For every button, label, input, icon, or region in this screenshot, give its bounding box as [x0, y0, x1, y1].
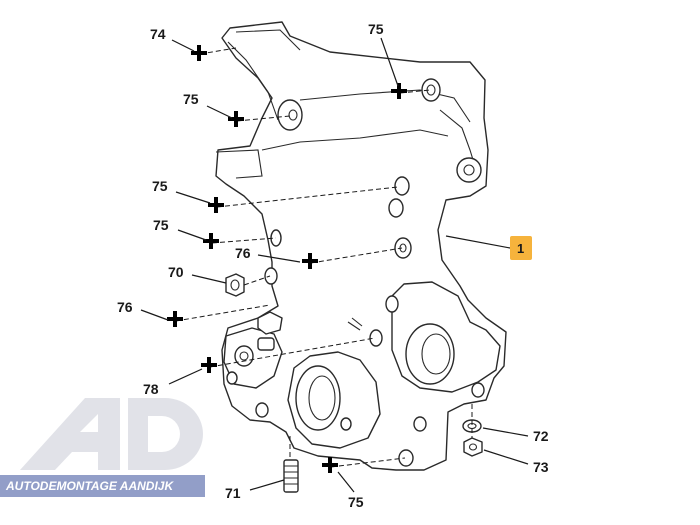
cross-75-b	[208, 197, 224, 213]
cross-75-bottom	[322, 457, 338, 473]
timing-cover-housing	[215, 21, 507, 471]
watermark-logo	[0, 398, 205, 497]
reference-badge	[510, 236, 532, 260]
leader-lines	[140, 37, 529, 493]
callout-75-b: 75	[152, 178, 168, 194]
cross-75-top	[391, 83, 407, 99]
cross-78	[201, 357, 217, 373]
callout-75-a: 75	[183, 91, 199, 107]
watermark-caption: AUTODEMONTAGE AANDIJK	[5, 479, 174, 493]
bolt-cross-markers	[167, 45, 407, 473]
callout-78: 78	[143, 381, 159, 397]
part-71-stud	[283, 459, 299, 493]
callout-76-a: 76	[235, 245, 251, 261]
callout-76-b: 76	[117, 299, 133, 315]
callout-73: 73	[533, 459, 549, 475]
callout-70: 70	[168, 264, 184, 280]
callout-75-bottom: 75	[348, 494, 364, 510]
callout-71: 71	[225, 485, 241, 501]
cross-74	[191, 45, 207, 61]
part-73-nut	[463, 437, 483, 457]
cross-76-a	[302, 253, 318, 269]
reference-badge-label: 1	[517, 241, 524, 256]
callout-72: 72	[533, 428, 549, 444]
callout-74: 74	[150, 26, 166, 42]
cross-76-b	[167, 311, 183, 327]
cross-75-a	[228, 111, 244, 127]
bolt-axes	[175, 47, 431, 468]
callout-75-c: 75	[153, 217, 169, 233]
cross-75-c	[203, 233, 219, 249]
callout-75-top: 75	[368, 21, 384, 37]
part-70-plug	[225, 273, 245, 297]
